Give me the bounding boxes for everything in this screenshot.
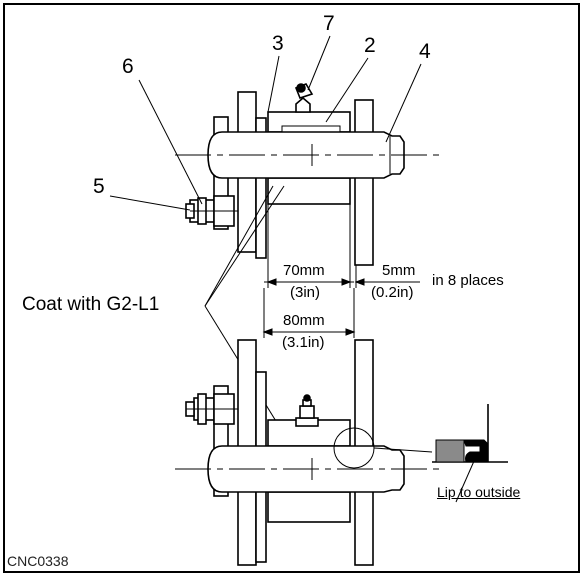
part-leader-lines xyxy=(109,35,422,211)
dimension-lines-70-5 xyxy=(264,204,420,288)
leader-7 xyxy=(307,35,331,91)
part-label-5: 5 xyxy=(93,175,105,198)
dim-5-in: (0.2in) xyxy=(371,284,414,301)
bottom-bushing xyxy=(267,419,351,447)
coat-note: Coat with G2-L1 xyxy=(22,294,160,315)
figure-code: CNC0338 xyxy=(7,553,69,569)
leader-6 xyxy=(138,79,203,205)
part-label-7: 7 xyxy=(323,12,335,35)
leader-4 xyxy=(385,63,422,143)
dim-70-mm: 70mm xyxy=(283,262,325,279)
bottom-lower-boss xyxy=(267,491,351,523)
bottom-grease-fitting xyxy=(295,394,319,427)
grease-fitting xyxy=(294,83,314,113)
dimension-line-80 xyxy=(262,288,356,338)
bolt-and-nut xyxy=(185,195,238,227)
lip-note: Lip to outside xyxy=(437,484,521,500)
lip-seal-detail xyxy=(432,404,508,503)
bushing-seal xyxy=(281,125,341,133)
dim-5-note: in 8 places xyxy=(432,272,504,289)
dim-80-mm: 80mm xyxy=(283,312,325,329)
dim-70-in: (3in) xyxy=(290,284,321,301)
leader-3 xyxy=(267,55,280,113)
detail-leader xyxy=(373,447,433,453)
lower-boss xyxy=(267,177,351,205)
left-inner-plate xyxy=(255,117,267,259)
part-label-2: 2 xyxy=(364,34,376,57)
bottom-assembly-view xyxy=(175,339,440,566)
part-label-4: 4 xyxy=(419,40,431,63)
bottom-bolt-and-nut xyxy=(185,393,238,425)
dim-5-mm: 5mm xyxy=(382,262,416,279)
diagram-frame xyxy=(3,3,580,573)
leader-5 xyxy=(109,195,191,211)
dim-80-in: (3.1in) xyxy=(282,334,325,351)
part-label-6: 6 xyxy=(122,55,134,78)
leader-2 xyxy=(325,57,369,123)
right-plate xyxy=(354,99,374,266)
top-assembly-view xyxy=(175,83,440,266)
part-label-3: 3 xyxy=(272,32,284,55)
